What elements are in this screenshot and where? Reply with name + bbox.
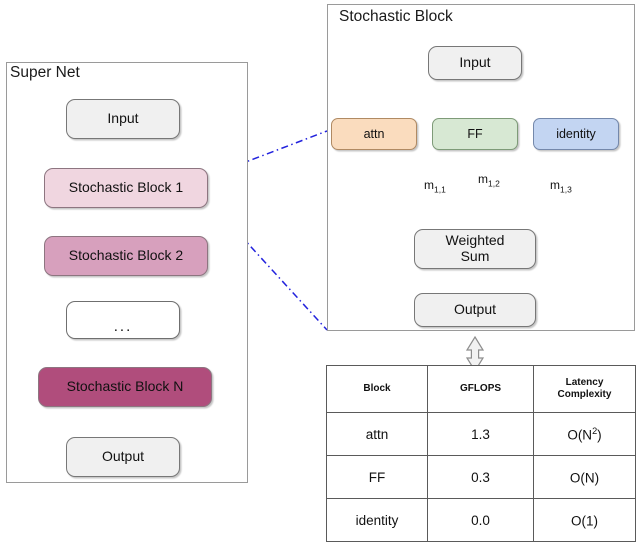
stochastic-attn-node[interactable]: attn bbox=[331, 118, 417, 150]
cell-gflops: 1.3 bbox=[427, 412, 534, 456]
cell-latency: O(1) bbox=[533, 498, 636, 542]
cell-latency: O(N2) bbox=[533, 412, 636, 456]
header-block: Block bbox=[326, 365, 428, 413]
supernet-stochastic-block-2[interactable]: Stochastic Block 2 bbox=[44, 236, 208, 276]
latency-exponent: 2 bbox=[592, 425, 598, 436]
stochastic-identity-node[interactable]: identity bbox=[533, 118, 619, 150]
header-latency-complexity: Latency Complexity bbox=[533, 365, 636, 413]
stochastic-block-title: Stochastic Block bbox=[339, 8, 453, 25]
table-row: FF 0.3 O(N) bbox=[326, 455, 636, 499]
supernet-output-node[interactable]: Output bbox=[66, 437, 180, 477]
table-header-row: Block GFLOPS Latency Complexity bbox=[326, 365, 636, 413]
edge-label-attn-weight: m1,1 bbox=[424, 178, 446, 194]
stochastic-output-node[interactable]: Output bbox=[414, 293, 536, 327]
stochastic-weighted-sum-node[interactable]: Weighted Sum bbox=[414, 229, 536, 269]
m-sub: 1,3 bbox=[560, 184, 572, 195]
m-base: m bbox=[478, 172, 488, 186]
cell-latency: O(N) bbox=[533, 455, 636, 499]
diagram-canvas: Super Net Input Stochastic Block 1 Stoch… bbox=[6, 4, 636, 542]
cell-gflops: 0.0 bbox=[427, 498, 534, 542]
latency-prefix: O(1) bbox=[571, 513, 598, 529]
header-latency-line-2: Complexity bbox=[557, 389, 612, 400]
ellipsis-label: ... bbox=[113, 317, 133, 335]
m-base: m bbox=[550, 178, 560, 192]
weighted-sum-line-1: Weighted bbox=[445, 232, 505, 249]
cell-block: attn bbox=[326, 412, 428, 456]
latency-suffix: ) bbox=[597, 427, 602, 443]
m-sub: 1,1 bbox=[434, 184, 446, 195]
header-gflops: GFLOPS bbox=[427, 365, 534, 413]
latency-prefix: O(N bbox=[567, 427, 593, 443]
weighted-sum-line-2: Sum bbox=[460, 248, 490, 264]
supernet-title: Super Net bbox=[10, 64, 80, 81]
supernet-stochastic-block-1[interactable]: Stochastic Block 1 bbox=[44, 168, 208, 208]
supernet-stochastic-block-n[interactable]: Stochastic Block N bbox=[38, 367, 212, 407]
table-row: identity 0.0 O(1) bbox=[326, 498, 636, 542]
supernet-input-node[interactable]: Input bbox=[66, 99, 180, 139]
m-sub: 1,2 bbox=[488, 178, 500, 189]
header-latency-line-1: Latency bbox=[565, 376, 604, 388]
cell-block: FF bbox=[326, 455, 428, 499]
cell-gflops: 0.3 bbox=[427, 455, 534, 499]
stochastic-input-node[interactable]: Input bbox=[428, 46, 522, 80]
table-row: attn 1.3 O(N2) bbox=[326, 412, 636, 456]
stochastic-ff-node[interactable]: FF bbox=[432, 118, 518, 150]
edge-label-identity-weight: m1,3 bbox=[550, 178, 572, 194]
m-base: m bbox=[424, 178, 434, 192]
latency-prefix: O(N) bbox=[569, 470, 600, 486]
supernet-ellipsis-node[interactable]: ... bbox=[66, 301, 180, 339]
cell-block: identity bbox=[326, 498, 428, 542]
block-spec-table: Block GFLOPS Latency Complexity attn 1.3… bbox=[326, 365, 636, 542]
edge-label-ff-weight: m1,2 bbox=[478, 172, 500, 188]
